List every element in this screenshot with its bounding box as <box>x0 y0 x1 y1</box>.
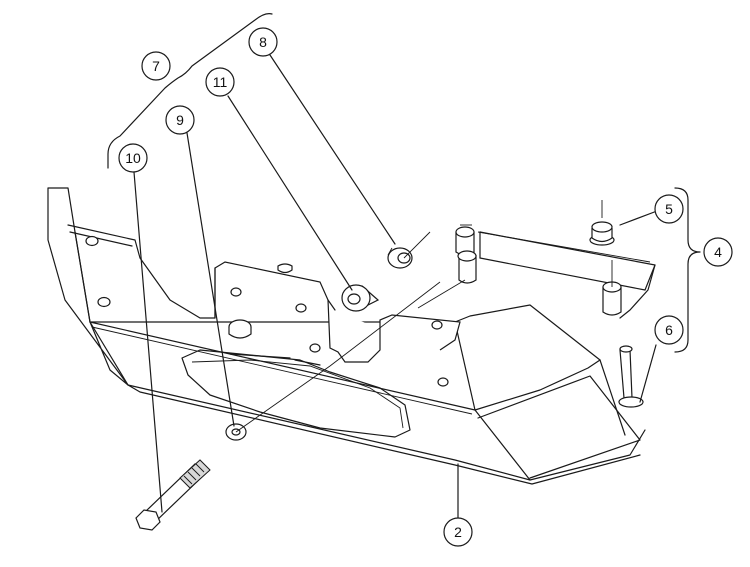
callout-9: 9 <box>165 105 195 135</box>
skid-plate <box>47 187 656 485</box>
stud-left <box>455 224 477 284</box>
flange-nut-part-5 <box>589 200 615 246</box>
svg-text:8: 8 <box>259 34 267 50</box>
bracket-nut <box>228 263 293 339</box>
bolt-part-10 <box>135 459 211 531</box>
callout-11: 11 <box>205 67 235 97</box>
axis-lines <box>235 231 651 433</box>
group-bracket-4 <box>674 187 701 353</box>
svg-text:10: 10 <box>125 150 141 166</box>
svg-text:2: 2 <box>454 524 462 540</box>
callout-5: 5 <box>654 194 684 224</box>
group-bracket-7 <box>107 13 273 169</box>
svg-text:11: 11 <box>213 74 228 90</box>
svg-text:9: 9 <box>176 112 184 128</box>
bushing-part-11 <box>341 284 380 312</box>
nut-part-8 <box>387 247 413 269</box>
callout-7: 7 <box>141 51 171 81</box>
bolt-part-6 <box>618 345 644 408</box>
svg-text:6: 6 <box>665 322 673 338</box>
svg-text:4: 4 <box>714 244 722 260</box>
callout-10: 10 <box>118 143 148 173</box>
callout-6: 6 <box>654 315 684 345</box>
leader-lines <box>133 54 658 519</box>
callout-2: 2 <box>443 517 473 547</box>
callout-8: 8 <box>248 27 278 57</box>
callout-4: 4 <box>703 237 733 267</box>
svg-text:5: 5 <box>665 201 673 217</box>
svg-text:7: 7 <box>152 58 160 74</box>
